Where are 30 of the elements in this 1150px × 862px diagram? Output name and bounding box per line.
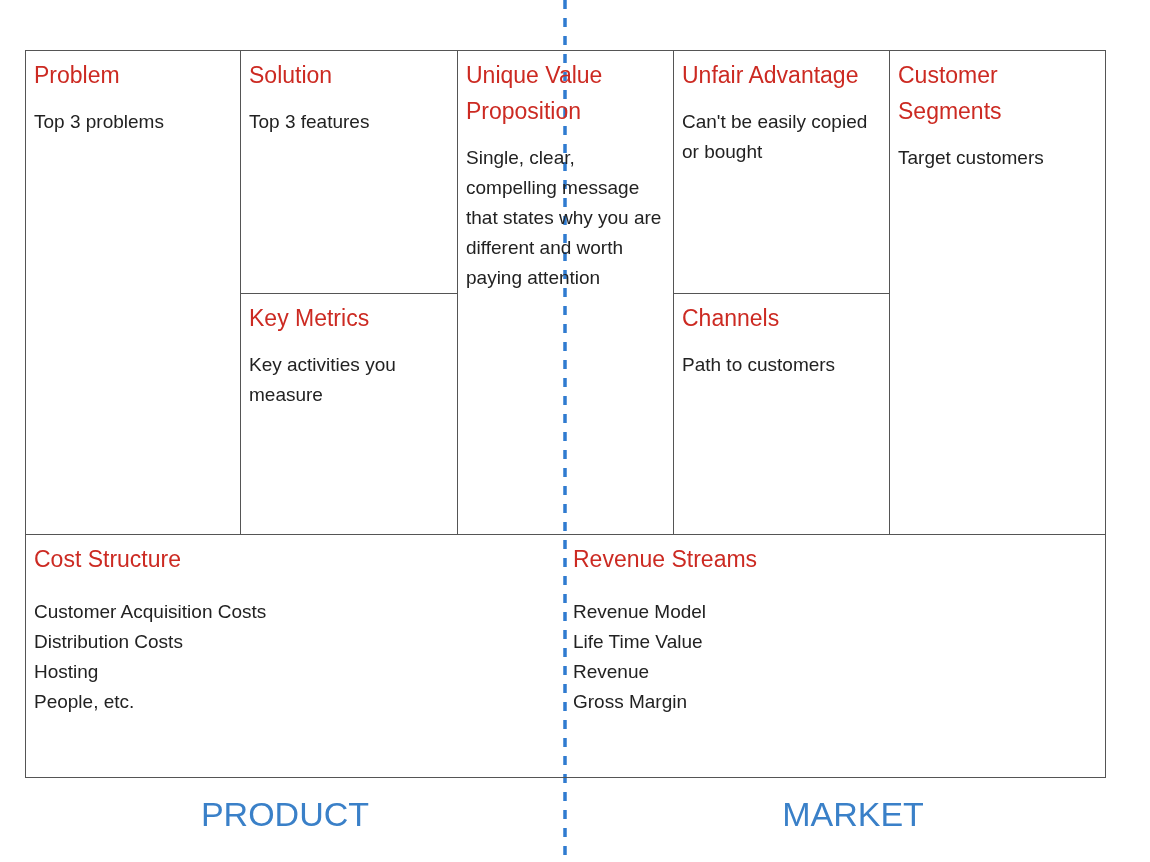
- canvas-block: [565, 534, 1106, 778]
- block-heading: Cost Structure: [34, 545, 181, 574]
- block-text: Gross Margin: [573, 690, 688, 714]
- block-text: Distribution Costs: [34, 630, 183, 654]
- block-heading: Channels: [682, 304, 780, 333]
- block-text: Life Time Value: [573, 630, 703, 654]
- block-heading: Revenue Streams: [573, 545, 758, 574]
- section-label: PRODUCT: [200, 795, 370, 834]
- block-text: Customer Acquisition Costs: [34, 600, 267, 624]
- block-text: Top 3 features: [249, 110, 370, 134]
- canvas-block: [25, 50, 241, 535]
- block-text: Hosting: [34, 660, 99, 684]
- block-heading: Solution: [249, 61, 333, 90]
- block-text: People, etc.: [34, 690, 135, 714]
- section-label: MARKET: [782, 795, 924, 834]
- block-text: Revenue: [573, 660, 650, 684]
- block-heading: Customer Segments: [898, 61, 1003, 126]
- canvas-block: [25, 534, 565, 778]
- block-text: Revenue Model: [573, 600, 707, 624]
- block-heading: Problem: [34, 61, 120, 90]
- block-heading: Key Metrics: [249, 304, 370, 333]
- block-text: Top 3 problems: [34, 110, 164, 134]
- block-text: Path to customers: [682, 353, 836, 377]
- block-heading: Unique Value Proposition: [466, 61, 604, 126]
- block-text: Single, clear, compelling message that states why you are different and worth paying attention: [466, 146, 663, 290]
- block-text: Target customers: [898, 146, 1044, 170]
- canvas-block: [889, 50, 1106, 535]
- block-heading: Unfair Advantage: [682, 61, 859, 90]
- block-text: Can't be easily copied or bought: [682, 110, 869, 164]
- block-text: Key activities you measure: [249, 353, 397, 407]
